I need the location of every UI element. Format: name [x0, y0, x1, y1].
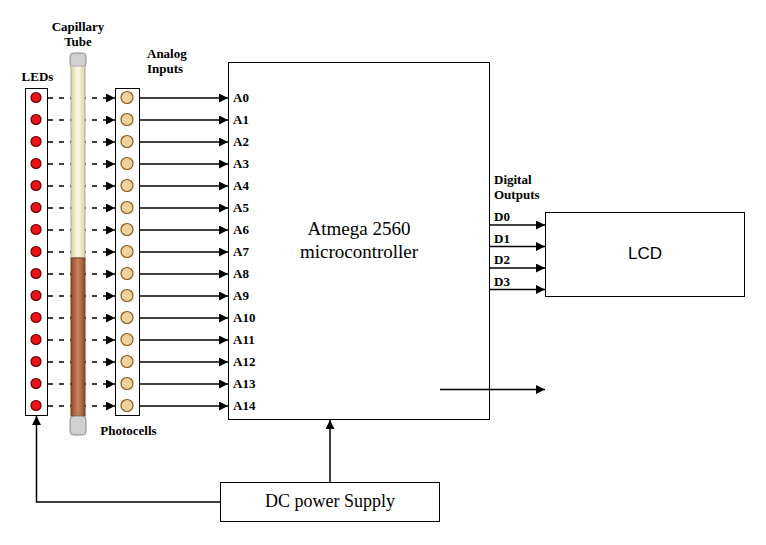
- pin-name: A0: [233, 90, 273, 105]
- microcontroller-box: Atmega 2560 microcontroller: [228, 62, 490, 420]
- tube-drawing: [69, 52, 87, 436]
- signal-arrow: [140, 405, 228, 407]
- signal-group-label: Digital Outputs: [494, 172, 554, 202]
- signal-arrow: [490, 289, 545, 291]
- signal-arrow: [490, 246, 545, 248]
- signal-arrow: [140, 141, 228, 143]
- pin-name: A10: [233, 310, 273, 325]
- signal-arrow: [490, 224, 545, 226]
- signal-arrow: [37, 416, 221, 502]
- signal-arrow: [140, 295, 228, 297]
- node-label: Atmega 2560 microcontroller: [266, 218, 452, 264]
- pin-name: A3: [233, 156, 273, 171]
- pin-name: D0: [494, 209, 534, 224]
- pin-name: A7: [233, 244, 273, 259]
- signal-arrow: [140, 361, 228, 363]
- photocell-column: Photocells: [115, 88, 140, 416]
- signal-arrow: [490, 267, 545, 269]
- pin-name: D1: [494, 231, 534, 246]
- pin-name: A4: [233, 178, 273, 193]
- pin-name: A9: [233, 288, 273, 303]
- signal-arrow: [140, 185, 228, 187]
- pin-name: A13: [233, 376, 273, 391]
- pin-name: A2: [233, 134, 273, 149]
- pin-name: A6: [233, 222, 273, 237]
- lcd-box: LCD: [545, 212, 745, 297]
- pin-name: A5: [233, 200, 273, 215]
- element-array: [26, 89, 46, 414]
- pin-name: A14: [233, 398, 273, 413]
- pin-name: A11: [233, 332, 273, 347]
- signal-arrow: [440, 389, 545, 391]
- element-array: [116, 89, 138, 414]
- pin-name: A1: [233, 112, 273, 127]
- signal-arrow: [140, 273, 228, 275]
- signal-arrow: [140, 339, 228, 341]
- pin-name: D3: [494, 274, 534, 289]
- signal-arrow: [140, 119, 228, 121]
- signal-arrow: [140, 251, 228, 253]
- node-label: LEDs: [8, 69, 68, 85]
- signal-arrow: [140, 97, 228, 99]
- signal-arrow: [140, 317, 228, 319]
- capillary-tube: Capillary Tube: [69, 52, 87, 436]
- pin-name: A8: [233, 266, 273, 281]
- signal-arrow: [140, 383, 228, 385]
- node-label: LCD: [620, 244, 670, 264]
- signal-arrow: [140, 163, 228, 165]
- led-column: LEDs: [25, 88, 48, 416]
- node-label: Capillary Tube: [38, 19, 118, 50]
- pin-name: D2: [494, 252, 534, 267]
- pin-name: A12: [233, 354, 273, 369]
- signal-arrow: [140, 229, 228, 231]
- signal-group-label: Analog Inputs: [147, 46, 209, 76]
- power-supply-box: DC power Supply: [220, 482, 440, 522]
- node-label: Photocells: [79, 423, 179, 439]
- signal-arrow: [140, 207, 228, 209]
- node-label: DC power Supply: [257, 491, 403, 513]
- signal-arrow: [329, 420, 331, 482]
